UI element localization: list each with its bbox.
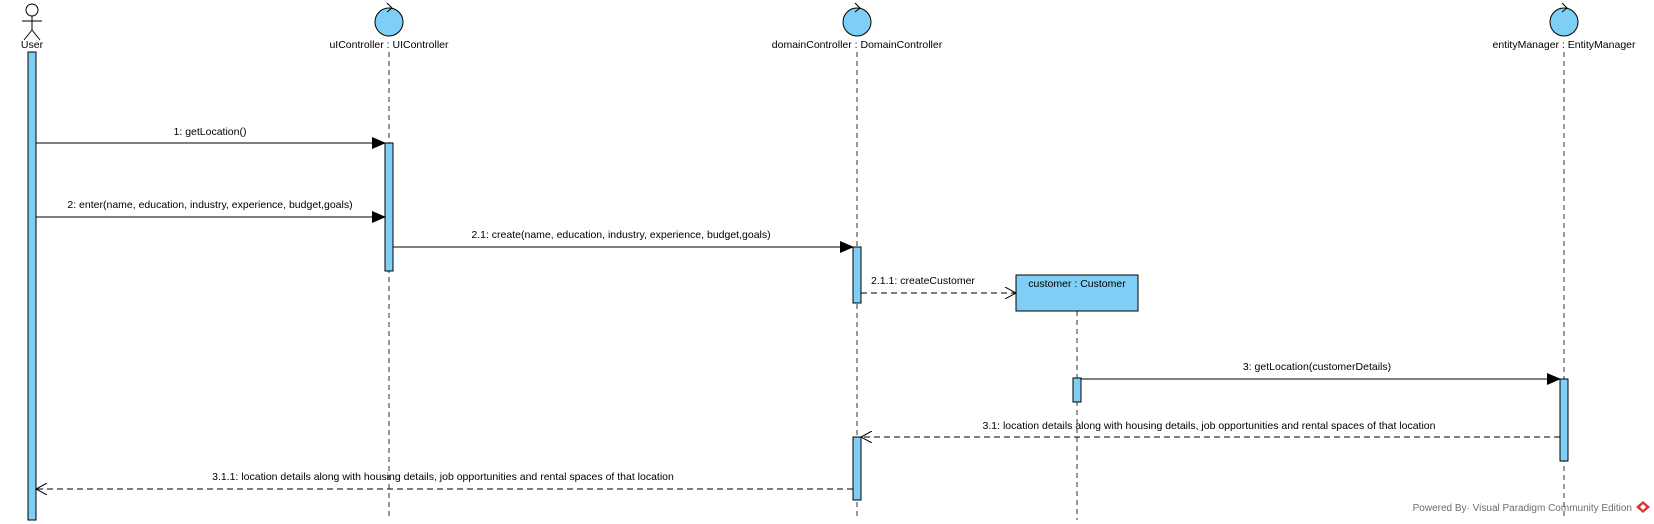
message-label: 3: getLocation(customerDetails) (1243, 361, 1391, 373)
message-label: 3.1: location details along with housing… (983, 420, 1436, 432)
participant-user[interactable]: User (21, 3, 44, 51)
activation-domain-controller-2 (852, 436, 862, 501)
control-icon (842, 2, 872, 37)
lifelines (388, 52, 1565, 520)
control-icon (1549, 2, 1579, 37)
message-1[interactable]: 1: getLocation() (36, 126, 386, 149)
participant-label-user: User (21, 39, 44, 51)
participant-label-entity-manager: entityManager : EntityManager (1493, 39, 1636, 51)
message-label: 2: enter(name, education, industry, expe… (67, 199, 352, 211)
message-3[interactable]: 3: getLocation(customerDetails) (1081, 361, 1561, 385)
participant-domain-controller[interactable]: domainController : DomainController (772, 2, 943, 51)
activation-entity-manager (1559, 378, 1569, 462)
participant-label-customer: customer : Customer (1028, 278, 1126, 290)
message-2-1-1[interactable]: 2.1.1: createCustomer (861, 275, 1016, 293)
message-label: 1: getLocation() (174, 126, 247, 138)
object-box-customer (1015, 274, 1139, 312)
participant-label-domain-controller: domainController : DomainController (772, 39, 943, 51)
activation-customer (1072, 377, 1082, 403)
activation-user (27, 51, 37, 521)
activation-bars (27, 51, 1569, 521)
participant-ui-controller[interactable]: uIController : UIController (329, 2, 449, 51)
actor-icon (22, 3, 42, 41)
participant-customer[interactable]: customer : Customer (1015, 274, 1139, 312)
control-icon (374, 2, 404, 37)
participant-entity-manager[interactable]: entityManager : EntityManager (1493, 2, 1636, 51)
visual-paradigm-logo-icon (1636, 501, 1650, 513)
message-3-1[interactable]: 3.1: location details along with housing… (861, 420, 1560, 437)
participant-label-ui-controller: uIController : UIController (329, 39, 449, 51)
message-label: 2.1: create(name, education, industry, e… (471, 229, 770, 241)
message-2-1[interactable]: 2.1: create(name, education, industry, e… (393, 229, 854, 253)
message-3-1-1[interactable]: 3.1.1: location details along with housi… (36, 471, 853, 489)
message-label: 2.1.1: createCustomer (871, 275, 975, 287)
watermark-text: Powered By· Visual Paradigm Community Ed… (1413, 503, 1632, 514)
activation-domain-controller-1 (852, 246, 862, 304)
activation-ui-controller (384, 142, 394, 272)
message-2[interactable]: 2: enter(name, education, industry, expe… (36, 199, 386, 223)
message-label: 3.1.1: location details along with housi… (212, 471, 674, 483)
watermark: Powered By· Visual Paradigm Community Ed… (1413, 501, 1650, 514)
